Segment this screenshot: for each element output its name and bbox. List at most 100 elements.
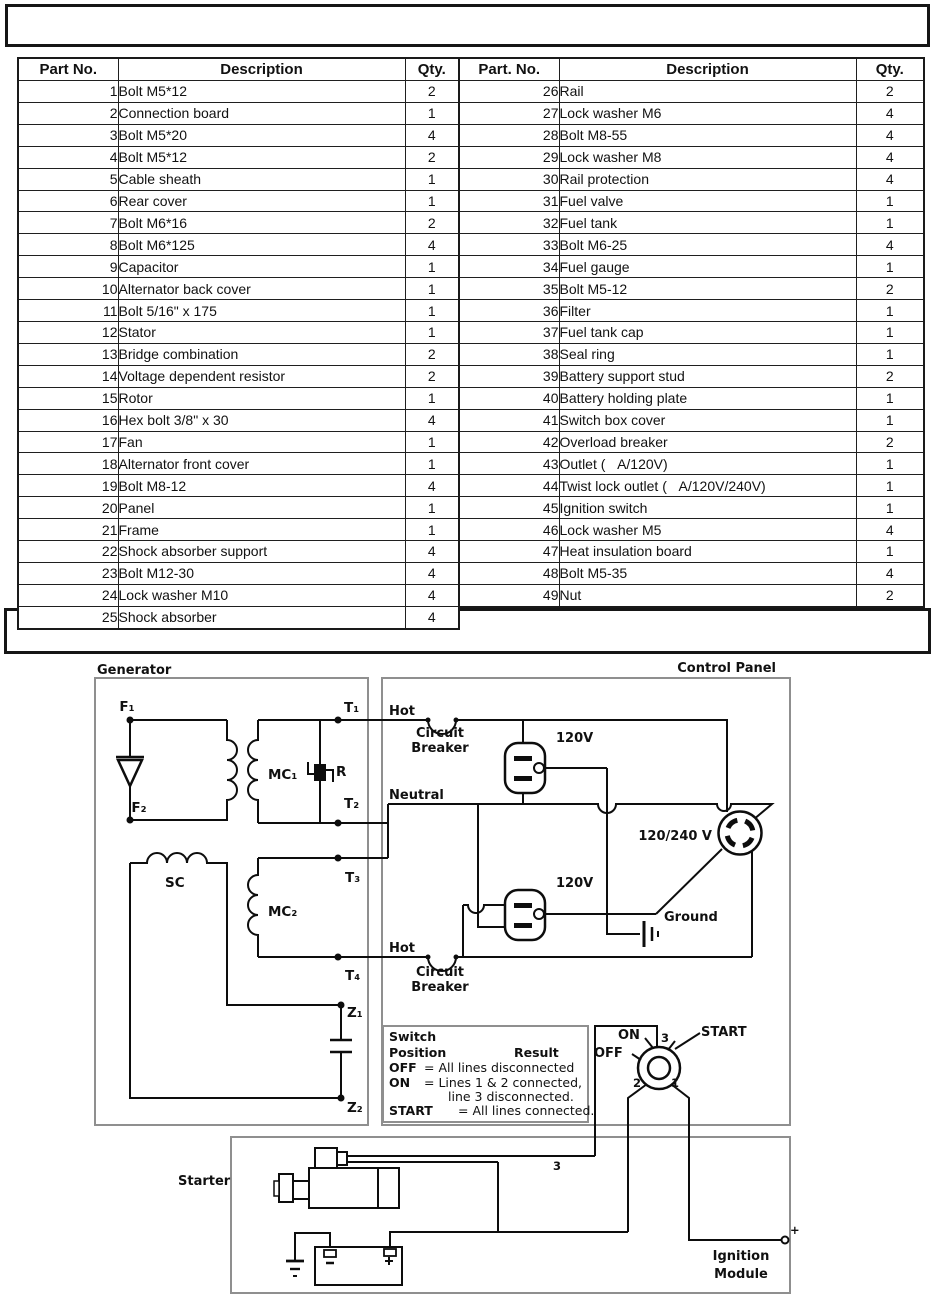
table-row: 10 Alternator back cover 1: [17, 277, 460, 301]
description-cell: Alternator front cover: [117, 452, 406, 476]
part-no-cell: 16: [17, 408, 119, 432]
description-cell: Nut: [558, 583, 857, 608]
qty-cell: 4: [404, 233, 460, 257]
label-on: ON: [618, 1028, 640, 1043]
part-no-cell: 33: [458, 233, 560, 257]
description-cell: Fuel valve: [558, 189, 857, 213]
label-ground: Ground: [664, 910, 718, 925]
table-row: 41 Switch box cover 1: [458, 408, 925, 432]
qty-cell: 1: [404, 452, 460, 476]
qty-cell: 2: [855, 430, 925, 454]
label-sc: SC: [165, 875, 185, 891]
part-no-cell: 30: [458, 167, 560, 191]
starter-motor-symbol: [273, 1147, 595, 1232]
description-cell: Filter: [558, 299, 857, 322]
mc2-winding: [247, 857, 428, 958]
description-cell: Rail protection: [558, 167, 857, 191]
qty-cell: 1: [855, 342, 925, 366]
col-header-qty: Qty.: [855, 57, 925, 81]
part-no-cell: 6: [17, 189, 119, 213]
qty-cell: 4: [855, 518, 925, 542]
switch-off-key: OFF: [389, 1060, 417, 1075]
label-circuit-bottom: Circuit: [416, 965, 464, 980]
qty-cell: 1: [855, 386, 925, 410]
switch-on-val2: line 3 disconnected.: [448, 1089, 574, 1104]
sc-winding-loop: [129, 852, 352, 1102]
description-cell: Cable sheath: [117, 167, 406, 191]
part-no-cell: 13: [17, 342, 119, 366]
description-cell: Rear cover: [117, 189, 406, 213]
qty-cell: 1: [404, 277, 460, 301]
table-row: 2 Connection board 1: [17, 101, 460, 125]
table-row: 43 Outlet ( A/120V) 1: [458, 452, 925, 476]
description-cell: Rail: [558, 80, 857, 103]
table-row: 26 Rail 2: [458, 80, 925, 103]
table-row: 34 Fuel gauge 1: [458, 255, 925, 279]
label-off: OFF: [594, 1046, 623, 1061]
col-header-part-no: Part No.: [17, 57, 119, 81]
neutral-wire: [387, 803, 775, 858]
table-row: 18 Alternator front cover 1: [17, 452, 460, 476]
qty-cell: 4: [404, 540, 460, 563]
switch-title: Switch: [389, 1029, 436, 1044]
label-ignition-module-1: Ignition: [713, 1249, 770, 1264]
hot-bottom-wire: [425, 954, 752, 972]
description-cell: Switch box cover: [558, 408, 857, 432]
table-row: 15 Rotor 1: [17, 386, 460, 410]
label-t2: T₂: [344, 796, 359, 812]
description-cell: Frame: [117, 518, 406, 542]
table-row: 21 Frame 1: [17, 518, 460, 542]
part-no-cell: 28: [458, 123, 560, 147]
parts-table-left: Part No. Description Qty. 1 Bolt M5*12 2…: [17, 57, 460, 630]
table-row: 5 Cable sheath 1: [17, 167, 460, 191]
label-120v-bottom: 120V: [556, 876, 593, 891]
description-cell: Lock washer M10: [117, 583, 406, 607]
part-no-cell: 26: [458, 80, 560, 103]
table-row: 45 Ignition switch 1: [458, 496, 925, 520]
table-row: 38 Seal ring 1: [458, 342, 925, 366]
header-box-top: [5, 4, 930, 47]
description-cell: Bolt M6-25: [558, 233, 857, 257]
col-header-description: Description: [117, 57, 406, 81]
ignition-module-terminal: [780, 1235, 790, 1245]
table-row: 27 Lock washer M6 4: [458, 101, 925, 125]
part-no-cell: 24: [17, 583, 119, 607]
label-circuit-top: Circuit: [416, 726, 464, 741]
label-f2: F₂: [131, 800, 146, 816]
description-cell: Overload breaker: [558, 430, 857, 454]
description-cell: Twist lock outlet ( A/120V/240V): [558, 474, 857, 498]
switch-start-val: = All lines connected.: [458, 1103, 594, 1118]
switch-off-val: = All lines disconnected: [424, 1060, 574, 1075]
qty-cell: 1: [404, 299, 460, 322]
label-t4: T₄: [345, 968, 360, 984]
part-no-cell: 46: [458, 518, 560, 542]
table-row: 37 Fuel tank cap 1: [458, 320, 925, 344]
capacitor-symbol: [330, 1005, 352, 1098]
table-row: 28 Bolt M8-55 4: [458, 123, 925, 147]
col-header-part-no: Part. No.: [458, 57, 560, 81]
outlet-120v-top-symbol: [503, 720, 640, 935]
description-cell: Bolt M5-12: [558, 277, 857, 301]
description-cell: Fuel gauge: [558, 255, 857, 279]
label-z2: Z₂: [347, 1100, 363, 1116]
earth-ground-symbol: [286, 1259, 304, 1277]
qty-cell: 2: [855, 80, 925, 103]
description-cell: Bolt M8-12: [117, 474, 406, 498]
label-ignition-module-2: Module: [714, 1267, 768, 1282]
description-cell: Shock absorber: [117, 605, 406, 630]
parts-table-right: Part. No. Description Qty. 26 Rail 2 27 …: [458, 57, 925, 608]
part-no-cell: 37: [458, 320, 560, 344]
qty-cell: 4: [855, 123, 925, 147]
description-cell: Bolt M5-35: [558, 561, 857, 585]
table-row: 6 Rear cover 1: [17, 189, 460, 213]
circuit-breaker-symbol: [425, 717, 459, 735]
part-no-cell: 11: [17, 299, 119, 322]
part-no-cell: 22: [17, 540, 119, 563]
table-row: 40 Battery holding plate 1: [458, 386, 925, 410]
part-no-cell: 27: [458, 101, 560, 125]
mc1-winding: [247, 719, 427, 824]
control-panel-box: [381, 677, 791, 1126]
label-plus: +: [790, 1223, 800, 1237]
qty-cell: 1: [404, 320, 460, 344]
part-no-cell: 25: [17, 605, 119, 630]
